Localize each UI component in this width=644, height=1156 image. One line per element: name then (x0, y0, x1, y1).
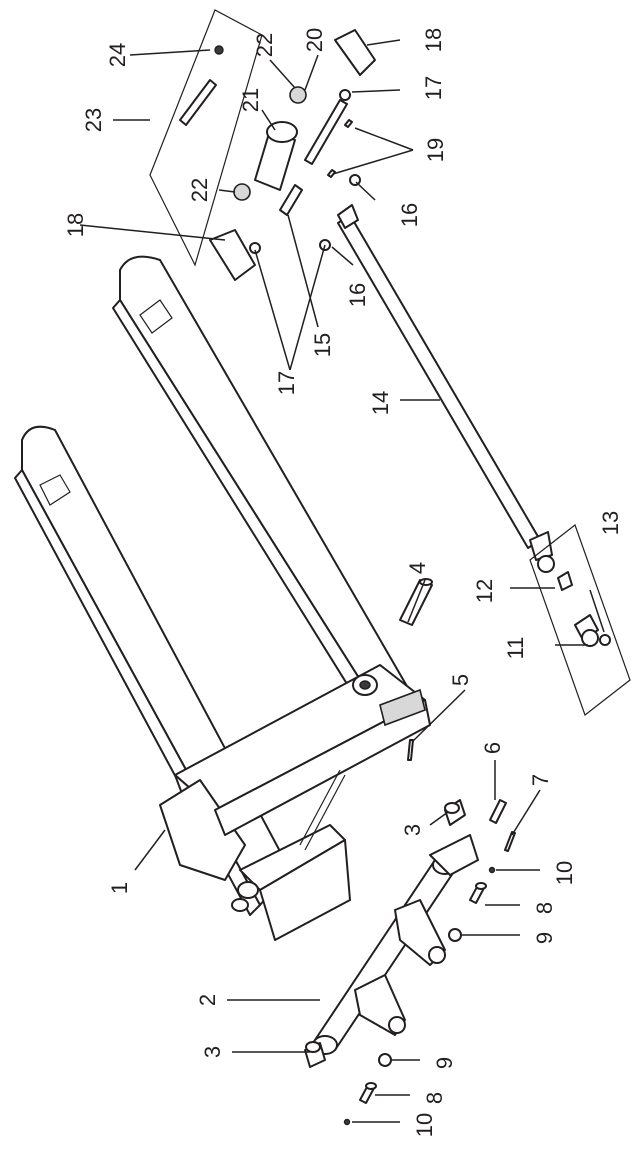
callout-15: 15 (310, 333, 335, 357)
callout-5: 5 (448, 674, 473, 686)
callout-16-lower: 16 (345, 283, 370, 307)
leader-lines (79, 39, 605, 1123)
callout-8-upper: 8 (532, 902, 557, 914)
callout-10-upper: 10 (552, 861, 577, 885)
callout-2: 2 (195, 994, 220, 1006)
bolt-8-lower (359, 1082, 377, 1104)
callout-4: 4 (405, 562, 430, 574)
bolt-8-upper (469, 882, 487, 904)
callout-16-upper: 16 (397, 203, 422, 227)
pin-7 (504, 831, 516, 852)
callout-14: 14 (368, 391, 393, 415)
callout-22-upper: 22 (252, 33, 277, 57)
callout-22-lower: 22 (187, 178, 212, 202)
callout-19: 19 (423, 138, 448, 162)
clip-10-upper (488, 866, 496, 874)
callout-10-lower: 10 (412, 1113, 437, 1137)
callout-17-upper: 17 (421, 76, 446, 100)
detail-panel-rod-end (529, 524, 631, 716)
callout-3-lower: 3 (200, 1046, 225, 1058)
callout-18-right: 18 (421, 28, 446, 52)
callout-9-lower: 9 (432, 1057, 457, 1069)
clip-10-lower (343, 1118, 351, 1126)
callout-13: 13 (598, 511, 623, 535)
washer-9-upper (448, 928, 462, 942)
callout-9-upper: 9 (532, 932, 557, 944)
callout-11: 11 (503, 637, 528, 660)
callout-8-lower: 8 (422, 1092, 447, 1104)
callout-12: 12 (472, 579, 497, 603)
fitting-6 (489, 799, 507, 824)
pin-5 (407, 739, 414, 761)
callout-17-lower: 17 (274, 371, 299, 395)
callout-23: 23 (81, 108, 106, 132)
callout-6: 6 (480, 742, 505, 754)
washer-9-lower (378, 1053, 392, 1067)
callout-labels: 1 2 3 3 4 5 6 7 8 8 9 9 10 10 11 12 13 1… (63, 28, 623, 1137)
callout-3-upper: 3 (400, 824, 425, 836)
rear-axle (312, 834, 479, 1055)
bushing-3-upper (444, 799, 466, 826)
bushing-3-lower (304, 1041, 326, 1068)
callout-20: 20 (302, 28, 327, 52)
frame-chassis (159, 664, 431, 941)
push-rod-14 (337, 204, 555, 573)
callout-1: 1 (107, 882, 132, 894)
callout-24: 24 (105, 43, 130, 67)
callout-7: 7 (528, 774, 553, 786)
callout-18-left: 18 (63, 213, 88, 237)
callout-21: 21 (238, 88, 263, 112)
